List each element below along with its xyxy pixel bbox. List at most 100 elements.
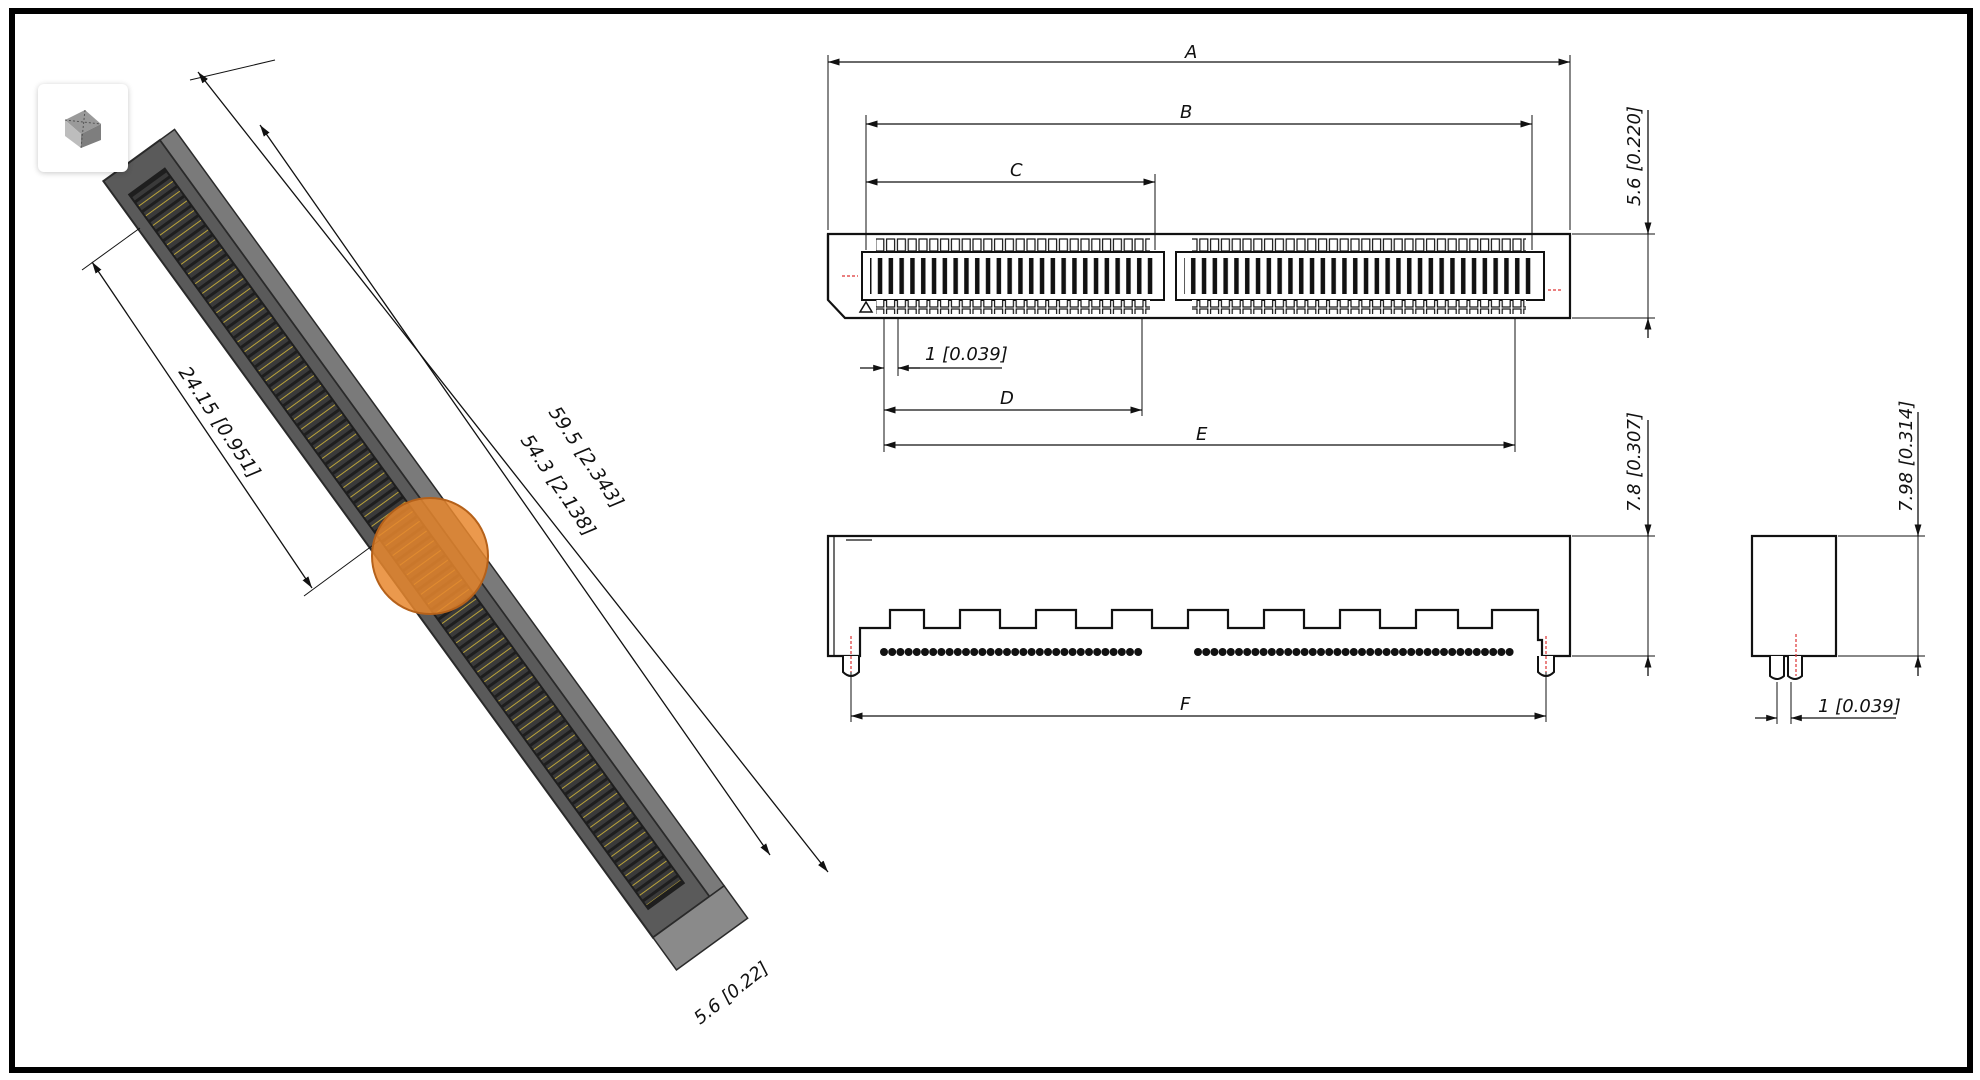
solder-ball — [888, 648, 897, 656]
iso-dim-half — [91, 261, 313, 589]
side-view: F 7.8 [0.307] — [826, 412, 1655, 722]
side-body-outline — [826, 534, 1572, 658]
solder-ball — [1374, 648, 1383, 656]
solder-ball — [1267, 648, 1276, 656]
solder-ball — [1292, 648, 1301, 656]
solder-ball — [1027, 648, 1036, 656]
solder-ball — [962, 648, 970, 656]
solder-ball — [1489, 648, 1498, 656]
solder-ball — [1243, 648, 1252, 656]
solder-ball — [970, 648, 979, 656]
solder-ball — [1003, 648, 1011, 656]
side-height-label: 7.8 [0.307] — [1624, 412, 1645, 512]
solder-ball — [1068, 648, 1077, 656]
solder-ball — [986, 648, 995, 656]
solder-ball — [1235, 648, 1243, 656]
solder-ball — [1423, 648, 1432, 656]
solder-ball — [1052, 648, 1061, 656]
solder-ball — [1202, 648, 1211, 656]
solder-ball — [1325, 648, 1334, 656]
solder-ball — [1109, 648, 1118, 656]
solder-ball — [1210, 648, 1219, 656]
dim-A-label: A — [1184, 42, 1197, 63]
side-solder-row-left — [880, 648, 1143, 656]
solder-ball — [904, 648, 913, 656]
dim-F-label: F — [1180, 694, 1191, 715]
solder-ball — [1481, 648, 1489, 656]
end-pitch-label: 1 [0.039] — [1818, 696, 1901, 717]
end-view: 7.98 [0.314] 1 [0.039] — [1750, 401, 1925, 724]
solder-ball — [1358, 648, 1366, 656]
solder-ball — [1497, 648, 1506, 656]
end-height-label: 7.98 [0.314] — [1896, 401, 1917, 512]
solder-ball — [1505, 648, 1514, 656]
iso-dim-overall — [197, 71, 829, 873]
solder-ball — [1341, 648, 1350, 656]
dim-C-label: C — [1010, 160, 1023, 181]
end-peg-right — [1787, 656, 1803, 680]
solder-ball — [945, 648, 954, 656]
solder-ball — [1431, 648, 1440, 656]
solder-ball — [1399, 648, 1407, 656]
solder-ball — [1044, 648, 1052, 656]
iso-dim-inner — [259, 124, 771, 856]
solder-ball — [953, 648, 962, 656]
solder-ball — [1259, 648, 1268, 656]
iso-depth-label: 5.6 [0.22] — [690, 958, 773, 1029]
solder-ball — [1218, 648, 1227, 656]
drawing-border — [9, 8, 1973, 1073]
solder-ball — [912, 648, 921, 656]
solder-ball — [1317, 648, 1325, 656]
solder-ball — [1407, 648, 1416, 656]
dim-D-label: D — [1000, 388, 1014, 409]
solder-ball — [921, 648, 929, 656]
solder-ball — [978, 648, 987, 656]
view-cube-button[interactable] — [38, 84, 128, 172]
front-height-label: 5.6 [0.220] — [1624, 106, 1645, 206]
side-solder-row-right — [1194, 648, 1514, 656]
solder-ball — [1276, 648, 1284, 656]
solder-ball — [1011, 648, 1020, 656]
solder-ball — [1464, 648, 1473, 656]
solder-ball — [1093, 648, 1102, 656]
solder-ball — [1366, 648, 1375, 656]
front-view: A B C 1 [0.039] D E 5.6 [0.220] — [826, 42, 1655, 452]
solder-ball — [896, 648, 905, 656]
solder-ball — [1308, 648, 1317, 656]
solder-ball — [1284, 648, 1293, 656]
dim-E-label: E — [1196, 424, 1208, 445]
isometric-view: 59.5 [2.343] 54.3 [2.138] 24.15 [0.951] … — [81, 59, 829, 1029]
solder-ball — [1226, 648, 1235, 656]
front-pitch-label: 1 [0.039] — [925, 344, 1008, 365]
solder-ball — [1300, 648, 1309, 656]
dim-B-label: B — [1180, 102, 1192, 123]
solder-ball — [1035, 648, 1044, 656]
solder-ball — [1076, 648, 1085, 656]
solder-ball — [1085, 648, 1093, 656]
solder-ball — [880, 648, 888, 656]
solder-ball — [1390, 648, 1399, 656]
solder-ball — [1472, 648, 1481, 656]
solder-ball — [1349, 648, 1358, 656]
view-cube-icon — [64, 109, 102, 149]
solder-ball — [1134, 648, 1143, 656]
solder-ball — [1456, 648, 1465, 656]
iso-connector-end — [651, 884, 749, 971]
solder-ball — [1101, 648, 1110, 656]
selection-marker[interactable] — [371, 497, 489, 615]
end-peg-left — [1769, 656, 1785, 680]
solder-ball — [1060, 648, 1069, 656]
solder-ball — [929, 648, 938, 656]
solder-ball — [1117, 648, 1126, 656]
solder-ball — [1251, 648, 1260, 656]
solder-ball — [1448, 648, 1457, 656]
end-body-outline — [1750, 534, 1838, 658]
solder-ball — [1194, 648, 1202, 656]
solder-ball — [937, 648, 946, 656]
solder-ball — [1019, 648, 1028, 656]
solder-ball — [1415, 648, 1424, 656]
solder-ball — [1333, 648, 1342, 656]
solder-ball — [1440, 648, 1448, 656]
solder-ball — [994, 648, 1003, 656]
